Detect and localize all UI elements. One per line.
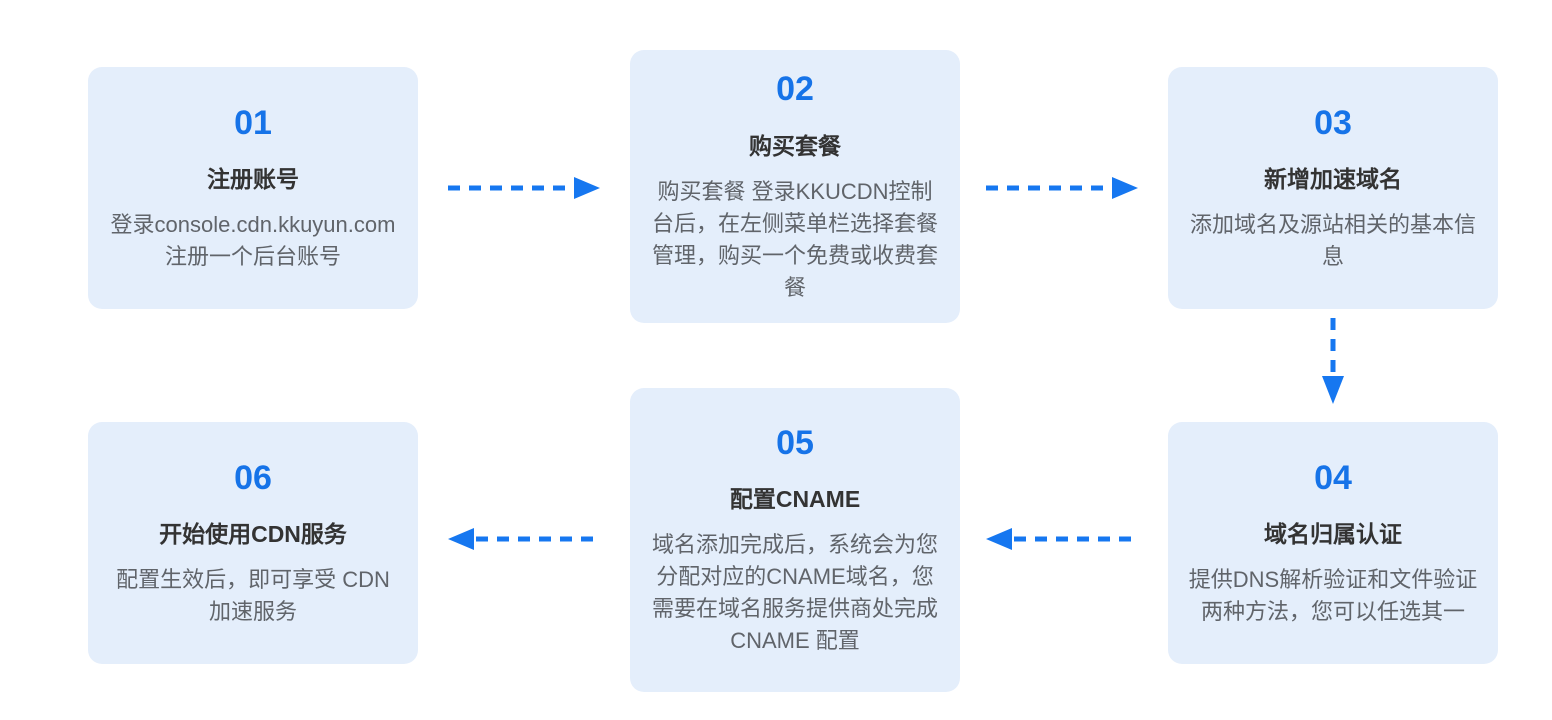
step-2-number: 02 [776, 70, 814, 109]
step-card-4: 04 域名归属认证 提供DNS解析验证和文件验证两种方法，您可以任选其一 [1168, 422, 1498, 664]
arrow-step1-to-step2 [448, 175, 602, 206]
dashed-right-arrow-icon [986, 177, 1138, 199]
step-5-title: 配置CNAME [729, 486, 861, 513]
step-card-3: 03 新增加速域名 添加域名及源站相关的基本信息 [1168, 67, 1498, 309]
step-3-description: 添加域名及源站相关的基本信息 [1189, 212, 1476, 270]
dashed-left-arrow-icon [986, 528, 1138, 550]
step-2-title: 购买套餐 [749, 132, 841, 159]
step-3-number: 03 [1314, 103, 1352, 142]
arrow-step4-to-step5 [986, 526, 1140, 557]
step-1-number: 01 [234, 103, 272, 142]
dashed-left-arrow-icon [448, 528, 600, 550]
step-card-2: 02 购买套餐 购买套餐 登录KKUCDN控制台后，在左侧菜单栏选择套餐管理，购… [630, 50, 960, 323]
arrow-step5-to-step6 [448, 526, 602, 557]
step-6-number: 06 [234, 458, 272, 497]
dashed-right-arrow-icon [448, 177, 600, 199]
step-5-number: 05 [776, 423, 814, 462]
step-4-title: 域名归属认证 [1264, 521, 1402, 548]
step-3-title: 新增加速域名 [1264, 166, 1402, 193]
step-1-description: 登录console.cdn.kkuyun.com 注册一个后台账号 [110, 212, 396, 270]
arrow-step2-to-step3 [986, 175, 1140, 206]
step-card-5: 05 配置CNAME 域名添加完成后，系统会为您分配对应的CNAME域名，您需要… [630, 388, 960, 692]
step-5-description: 域名添加完成后，系统会为您分配对应的CNAME域名，您需要在域名服务提供商处完成… [651, 532, 938, 654]
step-card-1: 01 注册账号 登录console.cdn.kkuyun.com 注册一个后台账… [88, 67, 418, 309]
step-4-number: 04 [1314, 458, 1352, 497]
step-2-description: 购买套餐 登录KKUCDN控制台后，在左侧菜单栏选择套餐管理，购买一个免费或收费… [651, 178, 938, 300]
dashed-down-arrow-icon [1322, 318, 1344, 404]
step-6-title: 开始使用CDN服务 [159, 521, 347, 548]
arrow-step3-to-step4 [1320, 318, 1346, 411]
step-6-description: 配置生效后，即可享受 CDN 加速服务 [116, 567, 390, 625]
step-1-title: 注册账号 [207, 166, 299, 193]
step-card-6: 06 开始使用CDN服务 配置生效后，即可享受 CDN 加速服务 [88, 422, 418, 664]
step-4-description: 提供DNS解析验证和文件验证两种方法，您可以任选其一 [1188, 567, 1478, 625]
